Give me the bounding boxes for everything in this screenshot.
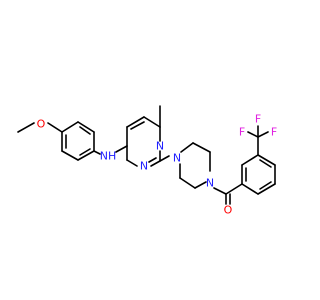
carbonyl-oxygen-label: O [224,204,233,217]
cf3-f-left-bond [247,131,259,138]
amine-nh-label: NH [100,150,117,163]
pyrimidine-n1-label: N [140,160,148,173]
methoxy-oxygen-label: O [37,118,46,131]
nh-pyrimidine-bond [115,145,128,153]
fluorine-2-label: F [239,126,245,139]
amide-bond [213,187,227,195]
molecule-structure-canvas: O NH N N N N O F F F [17,105,277,217]
aryl-nh-bond [93,150,101,155]
piperazine-n1-label: N [173,152,181,165]
methoxy-o-ring-bond [47,122,63,133]
pyrimidine-piperazine-bond [159,155,170,162]
pyrimidine-n3-label: N [156,140,164,153]
piperazine-n4-label: N [206,177,214,190]
pyrimidine-ring [126,116,161,167]
cf3-f-right-bond [257,131,269,138]
fluorine-3-label: F [271,126,277,139]
trifluoromethylphenyl-ring [225,154,276,195]
fluorine-1-label: F [255,113,261,126]
methyl-bond [17,122,35,133]
piperazine-ring [179,142,211,189]
methoxyphenyl-ring [61,121,95,161]
molecule-structure-diagram: O NH N N N N O F F F [17,105,277,217]
